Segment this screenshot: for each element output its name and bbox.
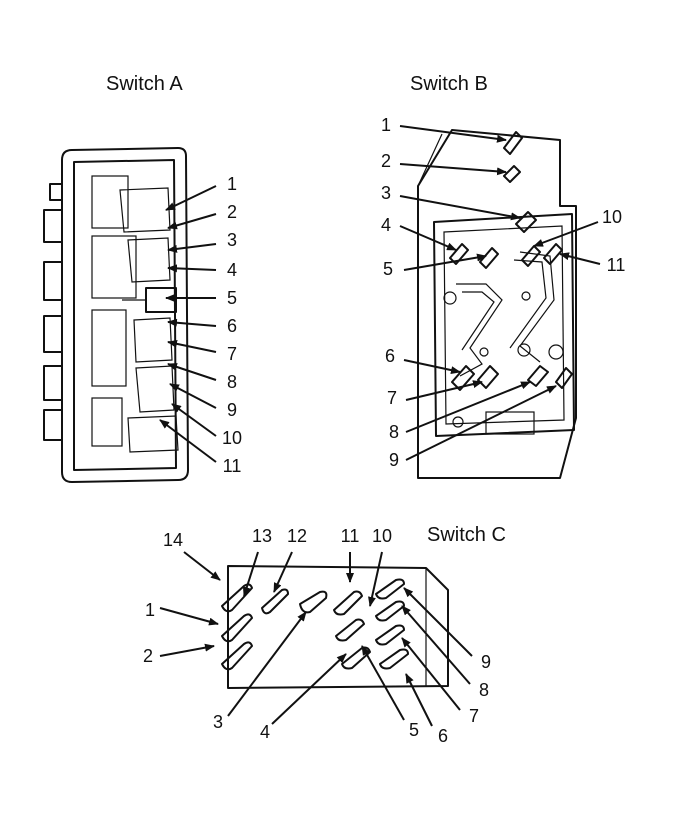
switch-c-body bbox=[221, 565, 449, 689]
terminal-label: 7 bbox=[469, 706, 479, 726]
leader-arrow bbox=[227, 611, 307, 717]
leader-arrow bbox=[399, 195, 521, 221]
leader-arrow bbox=[403, 253, 487, 271]
terminal-label: 14 bbox=[163, 530, 183, 550]
leader-arrow bbox=[405, 380, 483, 401]
terminal-label: 9 bbox=[227, 400, 237, 420]
leader-arrow bbox=[273, 551, 293, 593]
leader-arrow bbox=[159, 607, 219, 626]
terminal-label: 10 bbox=[372, 526, 392, 546]
leader-arrow bbox=[167, 363, 217, 381]
leader-arrow bbox=[169, 383, 217, 409]
leader-arrow bbox=[165, 185, 217, 211]
terminal-label: 2 bbox=[143, 646, 153, 666]
terminal-label: 7 bbox=[387, 388, 397, 408]
terminal-label: 10 bbox=[222, 428, 242, 448]
leader-arrow bbox=[167, 243, 217, 253]
terminal-label: 3 bbox=[381, 183, 391, 203]
switch-a-body bbox=[43, 147, 189, 483]
leader-arrow bbox=[399, 125, 507, 143]
switch-a-terminal-labels: 1 2 3 4 5 6 7 8 9 10 11 bbox=[159, 174, 242, 476]
terminal-label: 4 bbox=[260, 722, 270, 742]
terminal-label: 1 bbox=[227, 174, 237, 194]
leader-arrow bbox=[533, 221, 599, 247]
terminal-label: 1 bbox=[381, 115, 391, 135]
leader-arrow bbox=[361, 645, 405, 721]
terminal-label: 9 bbox=[389, 450, 399, 470]
switch-c-slots bbox=[221, 578, 409, 671]
terminal-label: 6 bbox=[227, 316, 237, 336]
leader-arrow bbox=[167, 213, 217, 230]
leader-arrow bbox=[183, 551, 221, 581]
leader-arrow bbox=[401, 605, 471, 685]
terminal-label: 11 bbox=[607, 255, 626, 275]
terminal-label: 8 bbox=[227, 372, 237, 392]
terminal-label: 10 bbox=[602, 207, 622, 227]
leader-arrow bbox=[403, 359, 461, 375]
leader-arrow bbox=[399, 163, 507, 176]
terminal-label: 2 bbox=[227, 202, 237, 222]
terminal-label: 4 bbox=[381, 215, 391, 235]
terminal-label: 1 bbox=[145, 600, 155, 620]
terminal-label: 5 bbox=[409, 720, 419, 740]
terminal-label: 5 bbox=[227, 288, 237, 308]
leader-arrow bbox=[368, 551, 383, 607]
leader-arrow bbox=[159, 419, 217, 463]
terminal-label: 3 bbox=[227, 230, 237, 250]
terminal-label: 8 bbox=[479, 680, 489, 700]
leader-arrow bbox=[167, 264, 217, 273]
switch-b-body bbox=[417, 129, 577, 479]
switch-b-terminal-labels: 1 2 3 4 5 10 11 6 7 8 9 bbox=[381, 115, 625, 470]
leader-arrow bbox=[399, 225, 457, 251]
switch-a-title: Switch A bbox=[106, 73, 183, 95]
terminal-label: 5 bbox=[383, 259, 393, 279]
terminal-label: 13 bbox=[252, 526, 272, 546]
leader-arrow bbox=[167, 339, 217, 353]
leader-arrow bbox=[405, 381, 531, 433]
terminal-label: 4 bbox=[227, 260, 237, 280]
terminal-label: 11 bbox=[341, 526, 360, 546]
terminal-label: 6 bbox=[438, 726, 448, 746]
leader-arrow bbox=[159, 643, 215, 657]
leader-arrow bbox=[401, 637, 461, 711]
leader-arrow bbox=[167, 318, 217, 327]
terminal-label: 7 bbox=[227, 344, 237, 364]
terminal-label: 2 bbox=[381, 151, 391, 171]
terminal-label: 11 bbox=[223, 456, 242, 476]
leader-arrow bbox=[405, 385, 557, 461]
leader-arrow bbox=[242, 551, 259, 597]
terminal-label: 12 bbox=[287, 526, 307, 546]
terminal-label: 8 bbox=[389, 422, 399, 442]
terminal-label: 6 bbox=[385, 346, 395, 366]
terminal-label: 9 bbox=[481, 652, 491, 672]
leader-arrow bbox=[559, 252, 601, 265]
leader-arrow bbox=[171, 403, 217, 437]
switch-c-title: Switch C bbox=[427, 524, 506, 546]
leader-arrow bbox=[403, 587, 473, 657]
leader-arrow bbox=[405, 673, 433, 727]
leader-arrow bbox=[271, 653, 347, 725]
switch-b-title: Switch B bbox=[410, 73, 488, 95]
terminal-label: 3 bbox=[213, 712, 223, 732]
